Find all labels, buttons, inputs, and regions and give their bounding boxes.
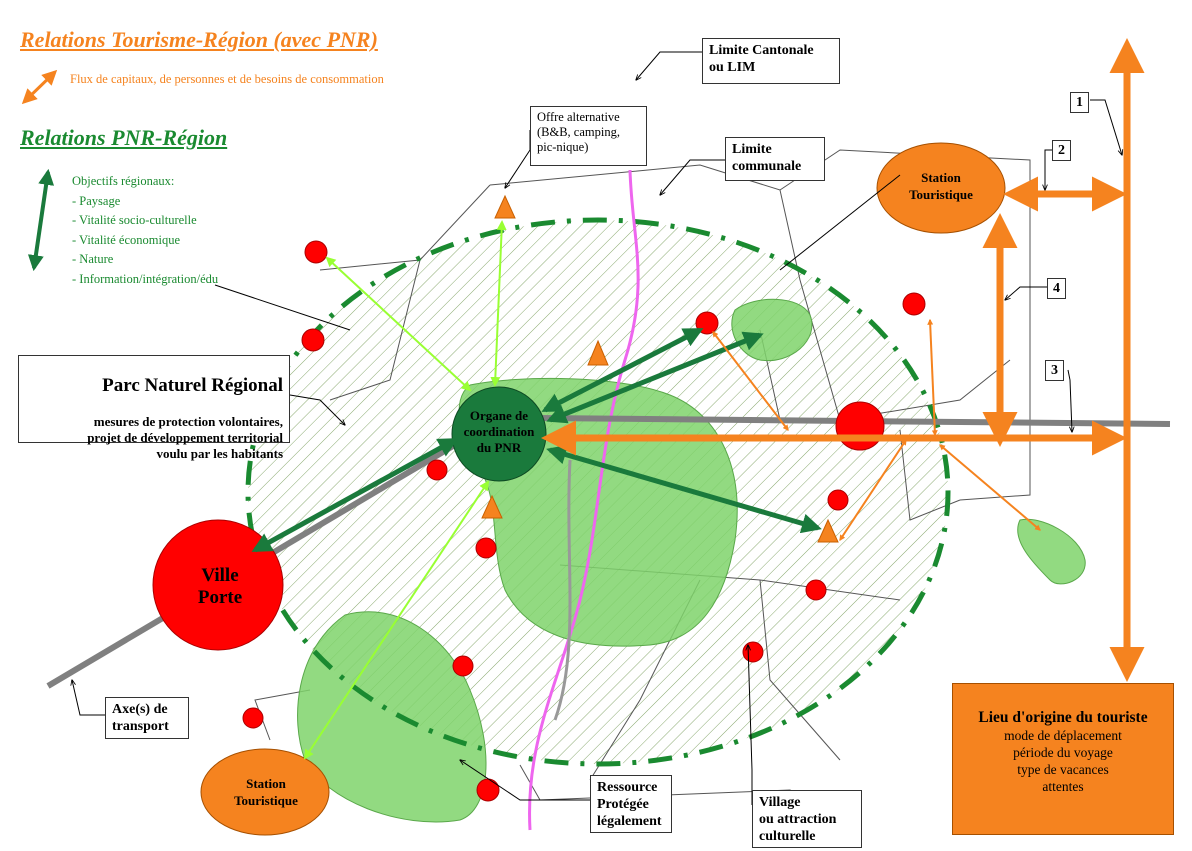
- origin-details: mode de déplacement période du voyage ty…: [1004, 728, 1122, 794]
- pnr-description-box: Parc Naturel Régional mesures de protect…: [18, 355, 290, 461]
- tourism-flows-thin: [712, 318, 1041, 542]
- pnr-relations-title: Relations PNR-Région: [20, 125, 228, 150]
- regional-objectives-list: Objectifs régionaux: - Paysage - Vitalit…: [72, 174, 219, 286]
- ville-porte-circle: [152, 519, 284, 651]
- village-attraction-label: Village ou attraction culturelle: [752, 790, 862, 848]
- limite-communale-label: Limite communale: [725, 137, 825, 181]
- ville-porte-label: Ville Porte: [197, 565, 243, 608]
- callout-leaders: [72, 51, 1122, 805]
- organe-label: Organe de coordination du PNR: [463, 408, 535, 455]
- axe-transport-label: Axe(s) de transport: [105, 697, 189, 739]
- origin-box: Lieu d'origine du touriste mode de dépla…: [952, 683, 1174, 835]
- marker-3: 3: [1045, 360, 1064, 381]
- limite-cantonale-label: Limite Cantonale ou LIM: [702, 38, 840, 84]
- tourism-flux-label: Flux de capitaux, de personnes et de bes…: [70, 72, 384, 86]
- origin-title: Lieu d'origine du touriste: [978, 709, 1148, 726]
- marker-1: 1: [1070, 92, 1089, 113]
- station-top-label: Station Touristique: [909, 170, 973, 202]
- marker-2: 2: [1052, 140, 1071, 161]
- legend-orange-arrow: [21, 69, 58, 105]
- ressource-protegee-label: Ressource Protégée légalement: [590, 775, 672, 833]
- offre-alternative-label: Offre alternative (B&B, camping, pic-niq…: [530, 106, 647, 166]
- tourism-flows-major: [541, 38, 1145, 682]
- marker-4: 4: [1047, 278, 1066, 299]
- tourism-relations-title: Relations Tourisme-Région (avec PNR): [20, 27, 378, 52]
- legend-green-arrow: [27, 168, 55, 272]
- station-bottom-ellipse: [200, 748, 330, 836]
- pnr-description: mesures de protection volontaires, proje…: [87, 414, 283, 461]
- pnr-title: Parc Naturel Régional: [102, 375, 283, 396]
- station-bottom-label: Station Touristique: [234, 776, 298, 808]
